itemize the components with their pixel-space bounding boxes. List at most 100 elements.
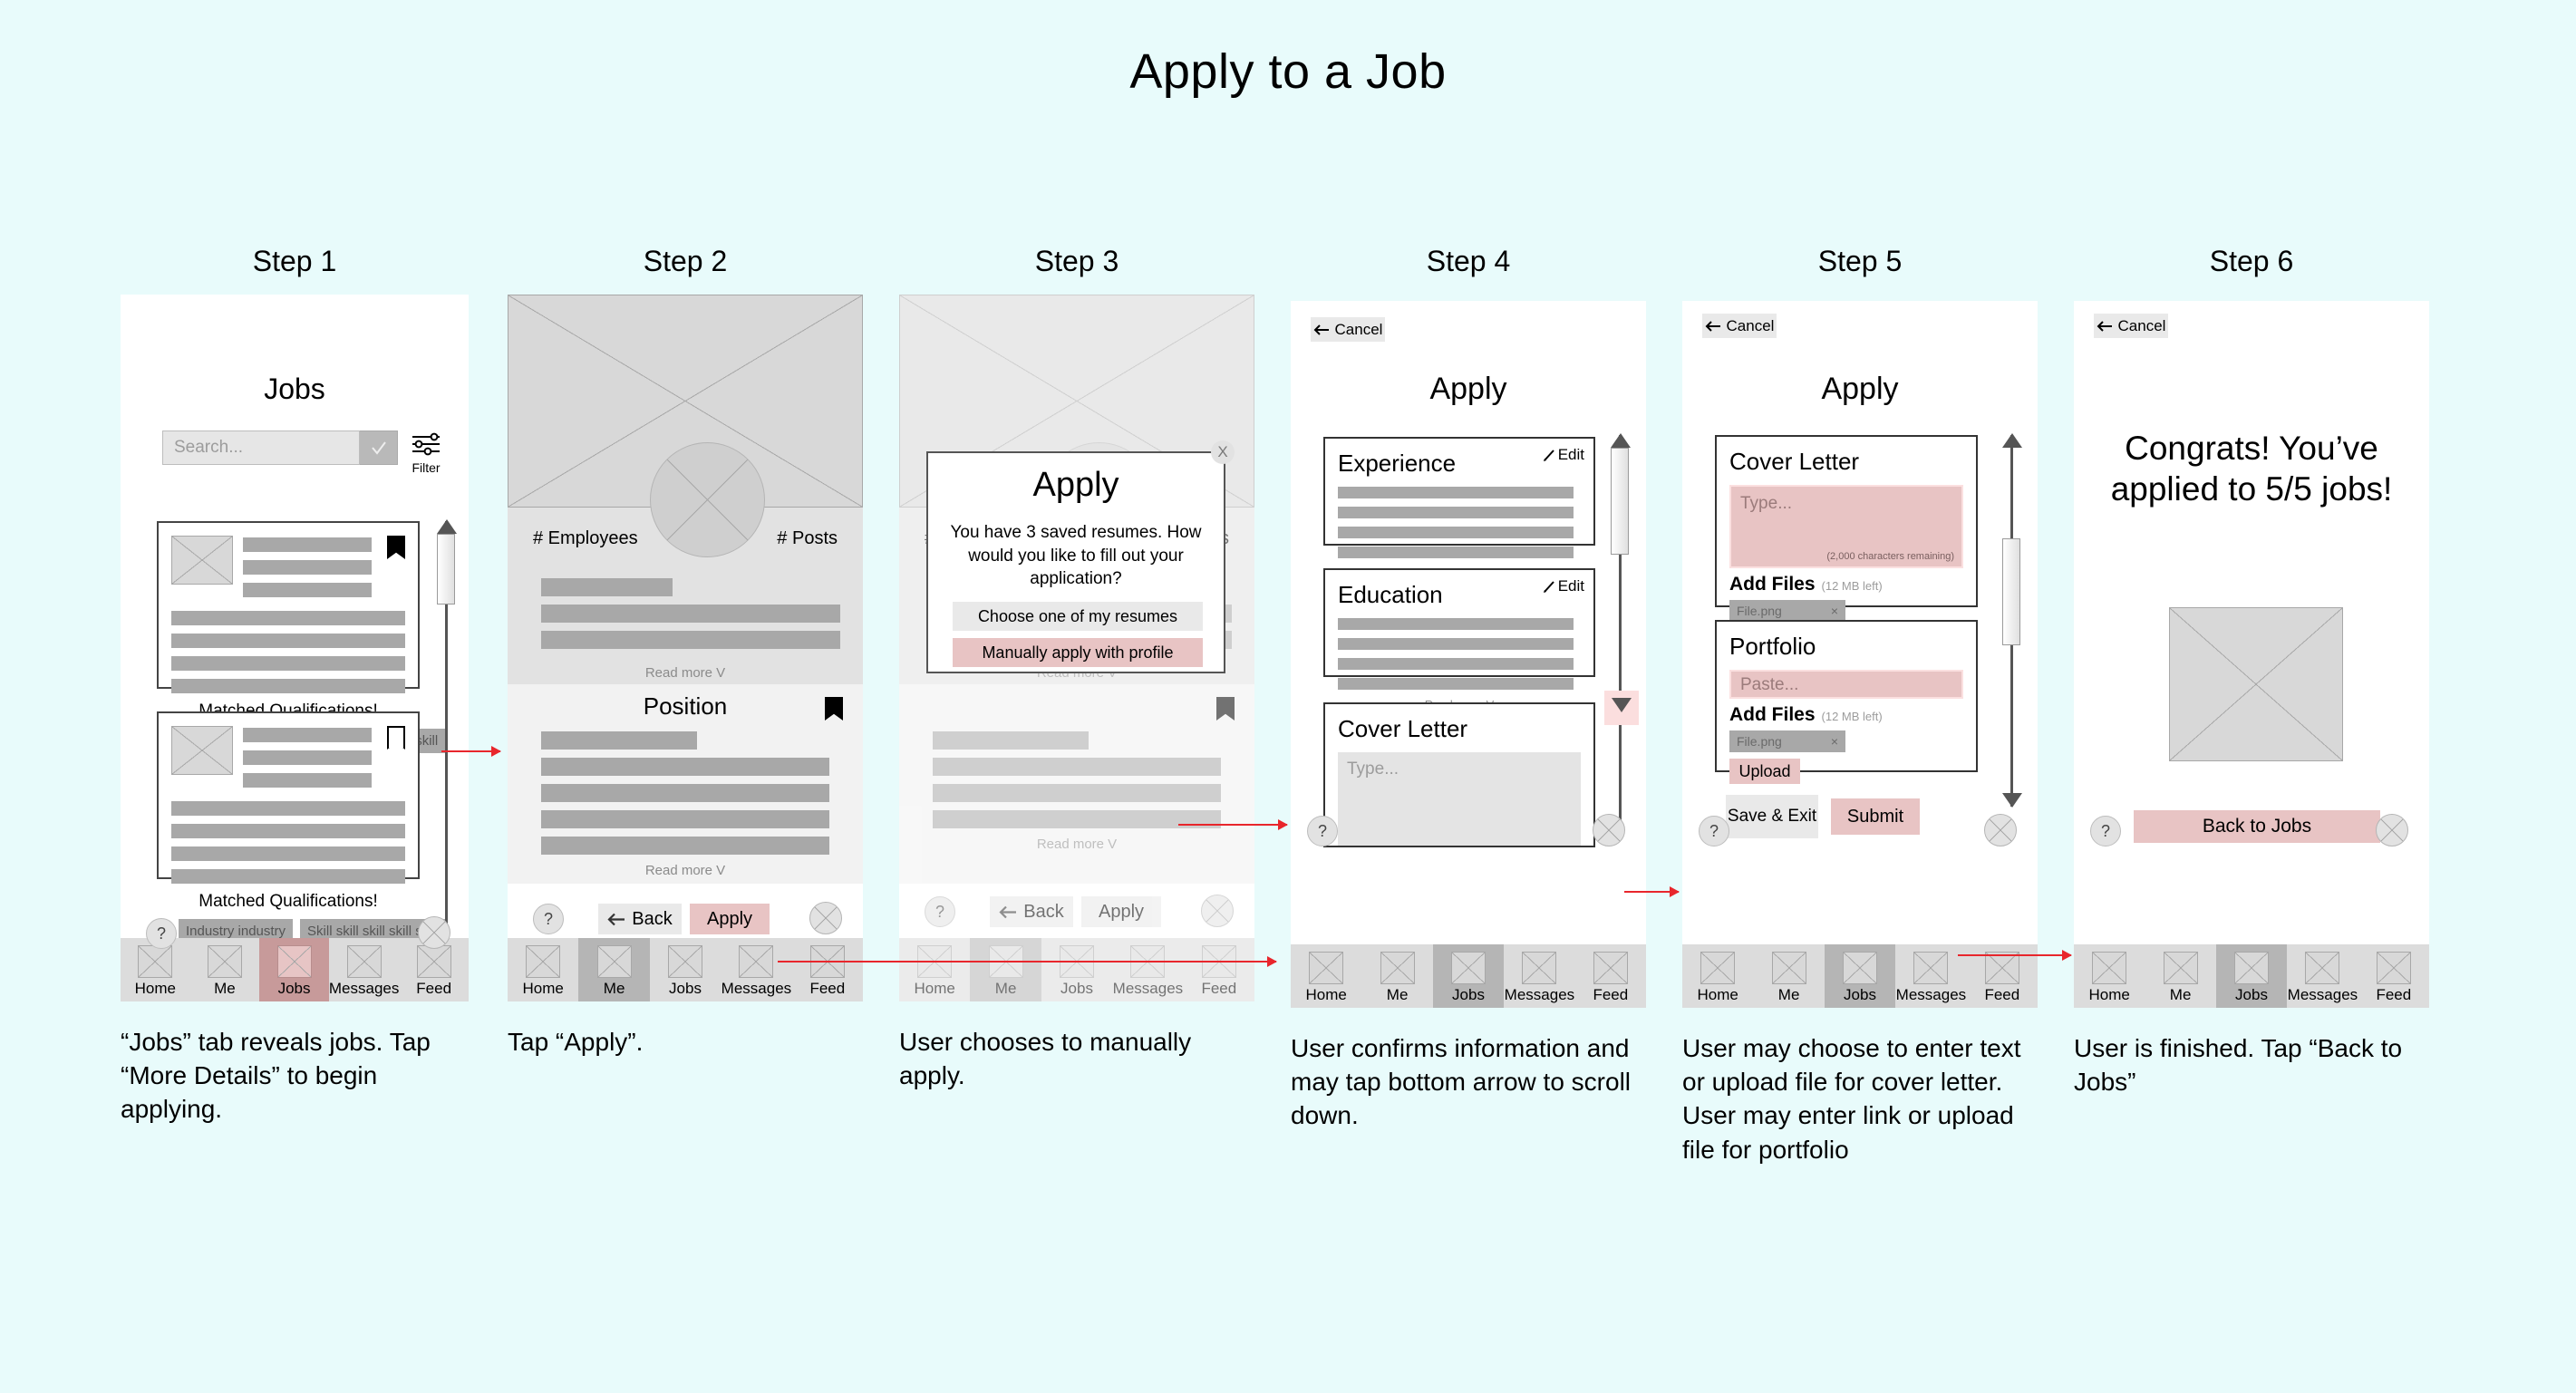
nav-item-home[interactable]: Home (899, 938, 970, 1001)
step-2-screen: # Employees # Posts Read more V Position (508, 295, 863, 1001)
job-card[interactable]: Matched Qualifications! Industry industr… (157, 521, 446, 790)
cancel-button[interactable]: Cancel (2094, 314, 2168, 338)
save-exit-button[interactable]: Save & Exit (1726, 795, 1818, 838)
nav-item-me[interactable]: Me (1361, 944, 1432, 1008)
nav-item-feed[interactable]: Feed (1184, 938, 1254, 1001)
help-button[interactable]: ? (1307, 816, 1338, 846)
scrollbar-track[interactable] (1619, 435, 1622, 834)
remove-file-icon[interactable]: × (1830, 604, 1838, 618)
nav-item-jobs[interactable]: Jobs (650, 938, 721, 1001)
company-read-more[interactable]: Read more V (644, 665, 726, 681)
close-button[interactable] (2376, 814, 2408, 846)
close-button[interactable] (1201, 895, 1234, 927)
cover-letter-input[interactable]: Type... (2,000 characters remaining) (1731, 487, 1961, 566)
search-submit-check-icon[interactable] (360, 430, 398, 465)
close-button[interactable] (1984, 814, 2017, 846)
nav-item-jobs[interactable]: Jobs (1824, 944, 1896, 1008)
file-chip-cover[interactable]: File.png × (1729, 600, 1845, 622)
back-button[interactable]: Back (598, 904, 682, 934)
edit-experience-button[interactable]: Edit (1543, 446, 1584, 464)
step-4-label: Step 4 (1426, 245, 1511, 277)
scroll-down-arrow-icon[interactable] (1612, 698, 1632, 712)
manual-apply-button[interactable]: Manually apply with profile (953, 638, 1203, 667)
nav-item-feed[interactable]: Feed (2358, 944, 2429, 1008)
apply-screen-title: Apply (1821, 372, 1899, 406)
nav-item-jobs[interactable]: Jobs (1432, 944, 1505, 1008)
search-row: Search... (162, 430, 398, 465)
scrollbar-track[interactable] (445, 521, 448, 938)
scroll-up-arrow-icon[interactable] (1611, 433, 1631, 448)
submit-button[interactable]: Submit (1831, 798, 1920, 835)
filter-control[interactable]: Filter (411, 430, 441, 475)
cancel-button[interactable]: Cancel (1311, 317, 1385, 342)
nav-item-me[interactable]: Me (970, 938, 1041, 1001)
dialog-close-icon[interactable]: X (1211, 440, 1235, 464)
choose-resume-button[interactable]: Choose one of my resumes (953, 602, 1203, 631)
job-meta-placeholder (243, 773, 373, 788)
nav-item-home[interactable]: Home (121, 938, 190, 1001)
bottom-nav-step1: Home Me Jobs Messages Feed (121, 938, 469, 1001)
nav-item-home[interactable]: Home (2074, 944, 2145, 1008)
cover-letter-input[interactable]: Type... (1338, 752, 1581, 846)
file-chip-portfolio[interactable]: File.png × (1729, 730, 1845, 752)
nav-item-feed[interactable]: Feed (1967, 944, 2038, 1008)
apply-button[interactable]: Apply (690, 904, 770, 934)
job-card[interactable]: Matched Qualifications! Industry industr… (157, 711, 446, 943)
nav-item-home[interactable]: Home (508, 938, 578, 1001)
step-1-caption: “Jobs” tab reveals jobs. Tap “More Detai… (121, 1028, 431, 1124)
close-button[interactable] (809, 902, 842, 934)
bookmark-icon[interactable] (825, 697, 843, 721)
position-read-more[interactable]: Read more V (644, 863, 726, 878)
nav-item-messages[interactable]: Messages (2287, 944, 2358, 1008)
nav-item-me[interactable]: Me (190, 938, 260, 1001)
help-button[interactable]: ? (533, 904, 564, 934)
step-6-column: Step 6 Cancel Congrats! You’ve applied t… (2074, 245, 2429, 1098)
back-button[interactable]: Back (990, 896, 1073, 927)
scroll-up-arrow-icon[interactable] (437, 519, 457, 534)
nav-item-messages[interactable]: Messages (1112, 938, 1183, 1001)
nav-item-messages[interactable]: Messages (1895, 944, 1966, 1008)
close-button[interactable] (418, 916, 450, 949)
nav-item-messages[interactable]: Messages (721, 938, 791, 1001)
help-button[interactable]: ? (146, 918, 177, 949)
education-card: Edit Education Read more V (1323, 568, 1595, 711)
nav-item-messages[interactable]: Messages (329, 938, 399, 1001)
scroll-up-arrow-icon[interactable] (2002, 433, 2022, 448)
nav-item-jobs[interactable]: Jobs (2215, 944, 2288, 1008)
nav-item-feed[interactable]: Feed (792, 938, 863, 1001)
nav-item-feed[interactable]: Feed (1575, 944, 1646, 1008)
nav-item-jobs[interactable]: Jobs (259, 938, 329, 1001)
home-icon (1309, 952, 1344, 984)
bookmark-icon[interactable] (387, 726, 405, 750)
bookmark-icon[interactable] (387, 536, 405, 559)
cancel-button[interactable]: Cancel (1702, 314, 1777, 338)
step-5-column: Step 5 Cancel Apply Cover Letter Type...… (1682, 245, 2038, 1166)
close-button[interactable] (1593, 814, 1625, 846)
upload-button-portfolio[interactable]: Upload (1729, 759, 1800, 784)
help-button[interactable]: ? (2090, 816, 2121, 846)
remove-file-icon[interactable]: × (1830, 734, 1838, 749)
scrollbar-thumb[interactable] (2002, 538, 2020, 645)
help-button[interactable]: ? (925, 896, 955, 927)
nav-item-jobs[interactable]: Jobs (1041, 938, 1112, 1001)
scrollbar-thumb[interactable] (1611, 448, 1629, 555)
scrollbar-thumb[interactable] (437, 534, 455, 605)
nav-item-home[interactable]: Home (1682, 944, 1753, 1008)
search-input[interactable]: Search... (162, 430, 360, 465)
portfolio-input[interactable]: Paste... (1731, 672, 1961, 697)
apply-screen-title: Apply (1429, 372, 1507, 406)
nav-item-me[interactable]: Me (1753, 944, 1824, 1008)
step-2-column: Step 2 # Employees # Posts Read more V P… (508, 245, 863, 1059)
apply-button[interactable]: Apply (1081, 896, 1161, 927)
back-to-jobs-button[interactable]: Back to Jobs (2134, 810, 2380, 843)
nav-item-feed[interactable]: Feed (399, 938, 469, 1001)
nav-item-home[interactable]: Home (1291, 944, 1361, 1008)
edit-education-button[interactable]: Edit (1543, 577, 1584, 595)
help-button[interactable]: ? (1699, 816, 1729, 846)
nav-item-messages[interactable]: Messages (1504, 944, 1574, 1008)
job-company-placeholder (243, 750, 373, 765)
scroll-down-arrow-icon[interactable] (2002, 793, 2022, 808)
nav-item-me[interactable]: Me (578, 938, 650, 1001)
nav-item-me[interactable]: Me (2145, 944, 2215, 1008)
page-title: Apply to a Job (1129, 44, 1447, 99)
